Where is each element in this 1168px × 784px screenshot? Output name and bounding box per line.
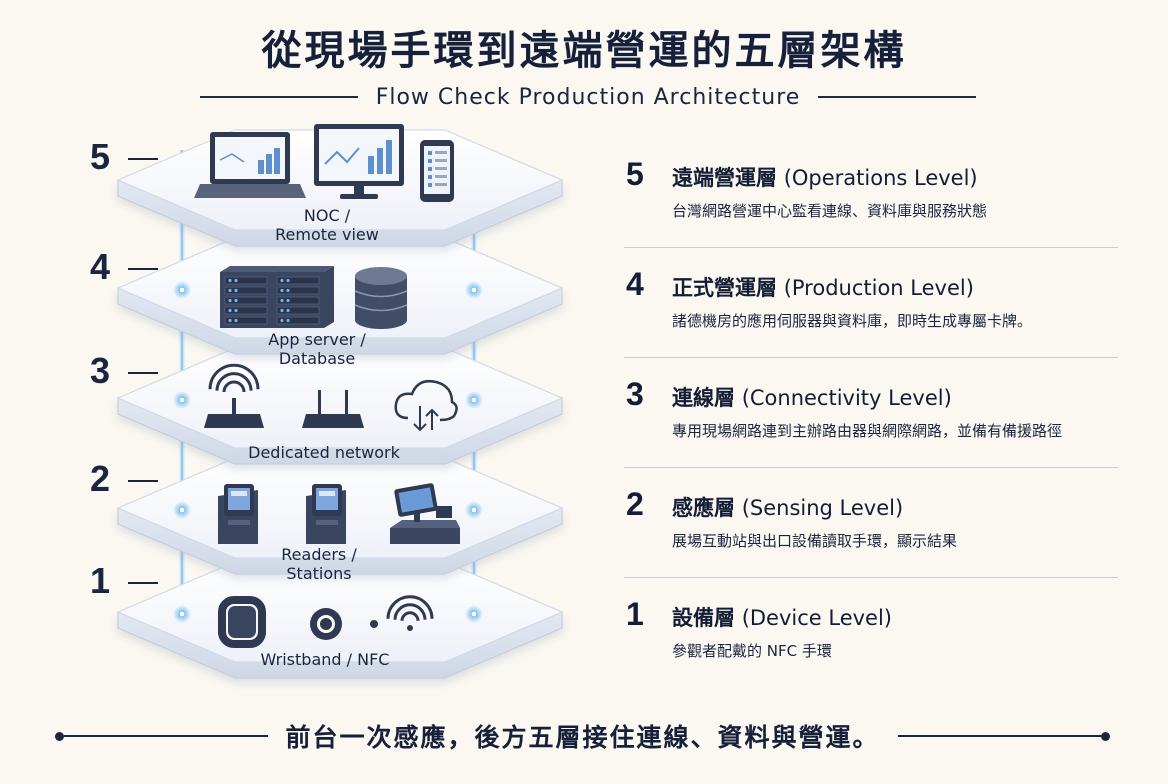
description-title-zh: 感應層	[672, 496, 735, 520]
platform-level-4	[116, 237, 564, 355]
platform-level-2	[116, 457, 564, 575]
description-number: 5	[626, 156, 644, 192]
level-marker-2: 2	[90, 458, 111, 499]
description-number: 2	[626, 486, 644, 522]
page-title: 從現場手環到遠端營運的五層架構	[261, 28, 907, 74]
platform-label-5: NOC / Remote view	[275, 206, 379, 244]
subtitle-rule-right	[818, 96, 977, 98]
description-divider	[624, 357, 1118, 358]
description-title-zh: 遠端營運層	[672, 166, 777, 190]
layer-description-1: 1 設備層 (Device Level) 參觀者配戴的 NFC 手環	[624, 578, 1118, 688]
description-title-en: (Production Level)	[783, 276, 974, 300]
wifi-router-icon	[204, 363, 264, 428]
description-text: 參觀者配戴的 NFC 手環	[672, 642, 832, 660]
layer-description-list: 5 遠端營運層 (Operations Level) 台灣網路營運中心監看連線、資料…	[624, 138, 1118, 688]
layer-description-3: 3 連線層 (Connectivity Level) 專用現場網路連到主辦路由器與網…	[624, 358, 1118, 468]
description-title: 正式營運層 (Production Level)	[672, 272, 974, 302]
server-rack-icon	[272, 266, 334, 328]
description-number: 4	[626, 266, 644, 302]
platform-label-1: Wristband / NFC	[260, 650, 390, 669]
level-marker-3: 3	[90, 350, 111, 391]
footer-rule-left	[64, 735, 268, 737]
description-title-en: (Connectivity Level)	[741, 386, 952, 410]
description-title-zh: 設備層	[672, 606, 735, 630]
wristband-icon	[218, 596, 266, 648]
description-divider	[624, 467, 1118, 468]
level-marker-4: 4	[90, 246, 111, 287]
cloud-transfer-icon	[394, 380, 458, 432]
platform-level-3	[116, 347, 564, 465]
level-marker-tick	[128, 158, 158, 160]
monitor-icon	[314, 124, 404, 199]
description-title-zh: 連線層	[672, 386, 735, 410]
nfc-signal-icon	[370, 595, 434, 631]
footer-dot-left	[55, 731, 64, 741]
description-divider	[624, 577, 1118, 578]
database-icon	[354, 267, 408, 329]
level-marker-tick	[128, 480, 158, 482]
description-title: 設備層 (Device Level)	[672, 602, 892, 632]
platform-label-4: App server / Database	[268, 330, 366, 368]
nfc-tag-icon	[310, 608, 342, 640]
description-title-en: (Device Level)	[741, 606, 892, 630]
layer-description-4: 4 正式營運層 (Production Level) 諸德機房的應用伺服器與資料庫，…	[624, 248, 1118, 358]
subtitle-rule-left	[200, 96, 358, 98]
description-text: 展場互動站與出口設備讀取手環，顯示結果	[672, 532, 958, 550]
platform-level-5	[116, 124, 564, 247]
footer-text: 前台一次感應，後方五層接住連線、資料與營運。	[285, 723, 880, 752]
footer-rule-right	[897, 735, 1102, 737]
level-marker-1: 1	[90, 560, 111, 601]
level-marker-tick	[128, 582, 158, 584]
description-text: 諸德機房的應用伺服器與資料庫，即時生成專屬卡牌。	[672, 312, 1033, 330]
page-subtitle: Flow Check Production Architecture	[375, 84, 801, 110]
level-marker-tick	[128, 372, 158, 374]
platforms	[116, 124, 564, 679]
server-rack-icon	[220, 266, 282, 328]
subtitle-row: Flow Check Production Architecture	[200, 82, 977, 112]
description-divider	[624, 247, 1118, 248]
description-title: 連線層 (Connectivity Level)	[672, 382, 952, 412]
description-title: 感應層 (Sensing Level)	[672, 492, 903, 522]
description-title-en: (Operations Level)	[783, 166, 978, 190]
kiosk-icon	[306, 484, 346, 544]
footer: 前台一次感應，後方五層接住連線、資料與營運。	[55, 716, 1111, 756]
description-number: 1	[626, 596, 644, 632]
description-title: 遠端營運層 (Operations Level)	[672, 162, 978, 192]
kiosk-icon	[218, 484, 258, 544]
level-marker-5: 5	[90, 136, 111, 177]
layer-description-2: 2 感應層 (Sensing Level) 展場互動站與出口設備讀取手環，顯示結果	[624, 468, 1118, 578]
description-number: 3	[626, 376, 644, 412]
router-icon	[302, 390, 364, 428]
platform-label-2: Readers / Stations	[281, 545, 357, 583]
layer-description-5: 5 遠端營運層 (Operations Level) 台灣網路營運中心監看連線、資料…	[624, 138, 1118, 248]
level-marker-tick	[128, 268, 158, 270]
laptop-icon	[194, 132, 306, 198]
description-title-zh: 正式營運層	[672, 276, 777, 300]
description-text: 台灣網路營運中心監看連線、資料庫與服務狀態	[672, 202, 988, 220]
description-title-en: (Sensing Level)	[741, 496, 904, 520]
description-text: 專用現場網路連到主辦路由器與網際網路，並備有備援路徑	[672, 422, 1063, 440]
platform-label-3: Dedicated network	[248, 443, 400, 462]
footer-dot-right	[1101, 731, 1111, 741]
platform-level-1	[116, 561, 564, 679]
pos-terminal-icon	[390, 483, 460, 544]
phone-icon	[420, 140, 454, 202]
